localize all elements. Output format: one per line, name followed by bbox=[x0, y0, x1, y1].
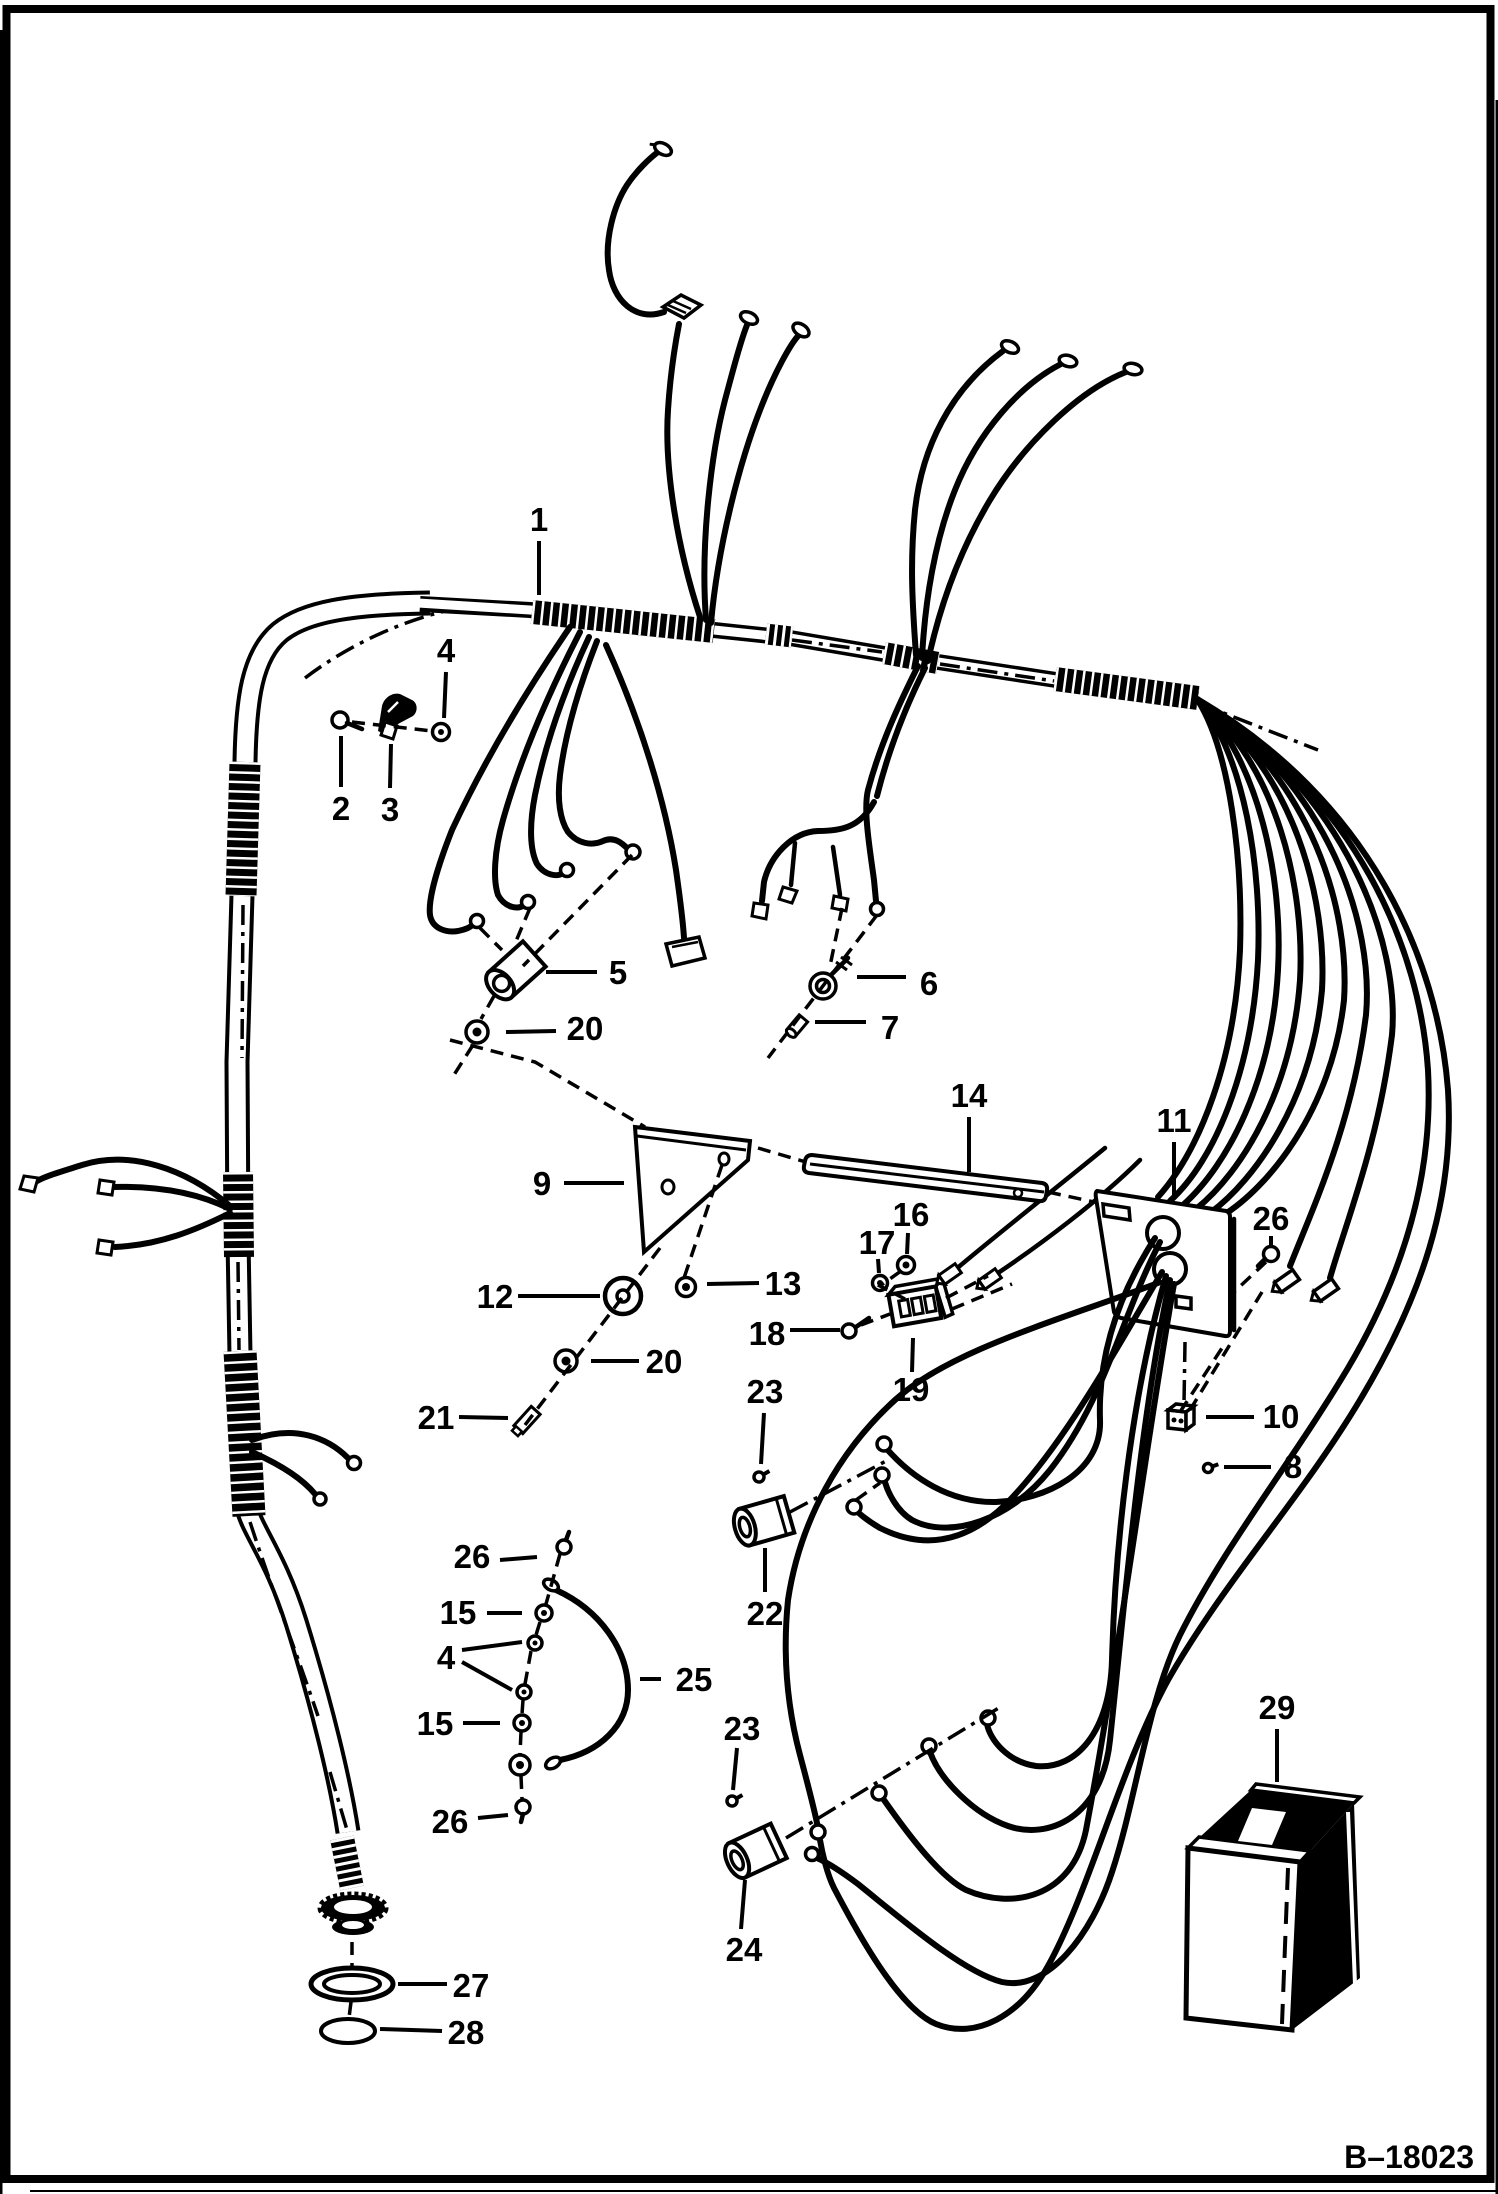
svg-text:15: 15 bbox=[417, 1705, 454, 1742]
svg-text:18: 18 bbox=[749, 1315, 786, 1352]
svg-text:13: 13 bbox=[765, 1265, 802, 1302]
svg-text:8: 8 bbox=[1284, 1448, 1302, 1485]
svg-text:20: 20 bbox=[567, 1010, 604, 1047]
svg-text:4: 4 bbox=[437, 632, 456, 669]
svg-text:15: 15 bbox=[440, 1594, 477, 1631]
svg-text:11: 11 bbox=[1157, 1102, 1192, 1139]
svg-text:20: 20 bbox=[646, 1343, 683, 1380]
svg-text:27: 27 bbox=[453, 1967, 490, 2004]
svg-text:24: 24 bbox=[726, 1931, 763, 1968]
svg-text:29: 29 bbox=[1259, 1689, 1296, 1726]
svg-text:17: 17 bbox=[859, 1224, 896, 1261]
svg-text:6: 6 bbox=[920, 965, 938, 1002]
svg-text:3: 3 bbox=[381, 791, 399, 828]
svg-text:21: 21 bbox=[418, 1399, 455, 1436]
svg-text:12: 12 bbox=[477, 1278, 514, 1315]
svg-text:26: 26 bbox=[432, 1803, 469, 1840]
svg-text:2: 2 bbox=[332, 790, 350, 827]
svg-text:9: 9 bbox=[533, 1165, 551, 1202]
svg-text:16: 16 bbox=[893, 1196, 930, 1233]
svg-text:19: 19 bbox=[893, 1371, 930, 1408]
svg-text:5: 5 bbox=[609, 954, 627, 991]
svg-text:23: 23 bbox=[747, 1373, 784, 1410]
svg-text:10: 10 bbox=[1263, 1398, 1300, 1435]
svg-text:26: 26 bbox=[454, 1538, 491, 1575]
svg-text:22: 22 bbox=[747, 1595, 784, 1632]
svg-text:1: 1 bbox=[530, 501, 548, 538]
svg-text:4: 4 bbox=[437, 1639, 456, 1676]
svg-text:23: 23 bbox=[724, 1710, 761, 1747]
svg-text:7: 7 bbox=[881, 1009, 899, 1046]
svg-text:25: 25 bbox=[676, 1661, 713, 1698]
svg-text:B–18023: B–18023 bbox=[1344, 2139, 1474, 2175]
svg-text:14: 14 bbox=[951, 1077, 988, 1114]
svg-text:26: 26 bbox=[1253, 1200, 1290, 1237]
svg-text:28: 28 bbox=[448, 2014, 485, 2051]
